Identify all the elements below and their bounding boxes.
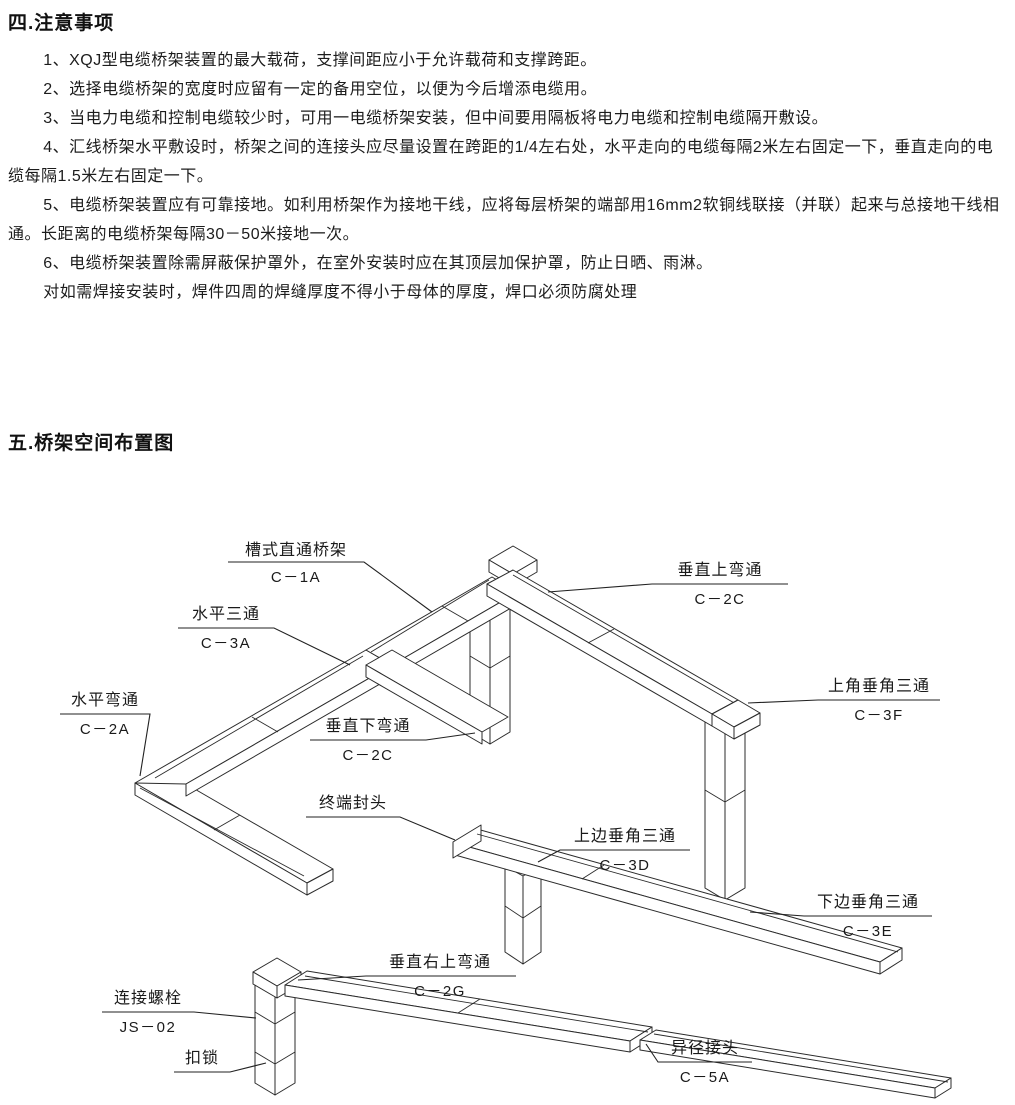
diagram-code-vertical-right-up-bend: C－2G (414, 983, 466, 1000)
diagram-label-vertical-up-bend: 垂直上弯通 (677, 562, 763, 579)
diagram-label-straight-tray: 槽式直通桥架 (244, 542, 348, 559)
diagram-code-connecting-bolt: JS－02 (119, 1019, 177, 1036)
diagram-code-horizontal-tee: C－3A (200, 635, 252, 652)
note-item: 对如需焊接安装时，焊件四周的焊缝厚度不得小于母体的厚度，焊口必须防腐处理 (43, 284, 638, 301)
diagram-code-straight-tray: C－1A (270, 569, 322, 586)
diagram-label-horizontal-bend: 水平弯通 (70, 692, 140, 709)
note-item: 1、XQJ型电缆桥架装置的最大载荷，支撑间距应小于允许载荷和支撑跨距。 (43, 52, 597, 69)
diagram-label-connecting-bolt: 连接螺栓 (113, 990, 183, 1007)
note-item: 2、选择电缆桥架的宽度时应留有一定的备用空位，以便为今后增添电缆用。 (43, 81, 598, 98)
diagram-code-vertical-down-bend: C－2C (342, 747, 394, 764)
note-item: 4、汇线桥架水平敷设时，桥架之间的连接头应尽量设置在跨距的1/4左右处，水平走向… (8, 139, 994, 185)
diagram-code-horizontal-bend: C－2A (79, 721, 131, 738)
corner-c3f (711, 699, 761, 740)
diagram-code-vertical-up-bend: C－2C (694, 591, 746, 608)
section5-title: 五.桥架空间布置图 (8, 433, 175, 454)
notes-list: 1、XQJ型电缆桥架装置的最大载荷，支撑间距应小于允许载荷和支撑跨距。 2、选择… (8, 46, 1007, 307)
callout-lines (60, 561, 940, 1073)
diagram-label-bottom-edge-tee: 下边垂角三通 (816, 894, 920, 911)
diagram-label-top-corner-tee: 上角垂角三通 (827, 678, 931, 695)
diagram-code-top-corner-tee: C－3F (854, 707, 904, 724)
diagram-label-vertical-down-bend: 垂直下弯通 (325, 718, 411, 735)
diagram-label-vertical-right-up-bend: 垂直右上弯通 (388, 954, 492, 971)
upper-loop-trays (134, 649, 393, 896)
note-item: 6、电缆桥架装置除需屏蔽保护罩外，在室外安装时应在其顶层加保护罩，防止日晒、雨淋… (43, 255, 713, 272)
tee-branch (365, 649, 509, 745)
diagram-code-top-edge-tee: C－3D (599, 857, 651, 874)
lower-left-riser (252, 957, 302, 1096)
bottom-run (284, 970, 952, 1099)
mid-run (452, 824, 903, 975)
leg-c3d (504, 865, 542, 965)
diagram-label-horizontal-tee: 水平三通 (191, 606, 261, 623)
note-item: 5、电缆桥架装置应有可靠接地。如利用桥架作为接地干线，应将每层桥架的端部用16m… (8, 197, 1000, 243)
section4-title: 四.注意事项 (8, 13, 115, 34)
note-item: 3、当电力电缆和控制电缆较少时，可用一电缆桥架安装，但中间要用隔板将电力电缆和控… (43, 110, 829, 127)
diagram-label-reducer-joint: 异径接头 (670, 1040, 740, 1057)
diagram-code-reducer-joint: C－5A (679, 1069, 731, 1086)
diagram-label-end-cap: 终端封头 (318, 795, 388, 812)
diagram-code-bottom-edge-tee: C－3E (842, 923, 894, 940)
diagram-label-top-edge-tee: 上边垂角三通 (573, 828, 677, 845)
right-vertical-drop (704, 719, 746, 901)
diagram-label-lock: 扣锁 (184, 1050, 220, 1067)
